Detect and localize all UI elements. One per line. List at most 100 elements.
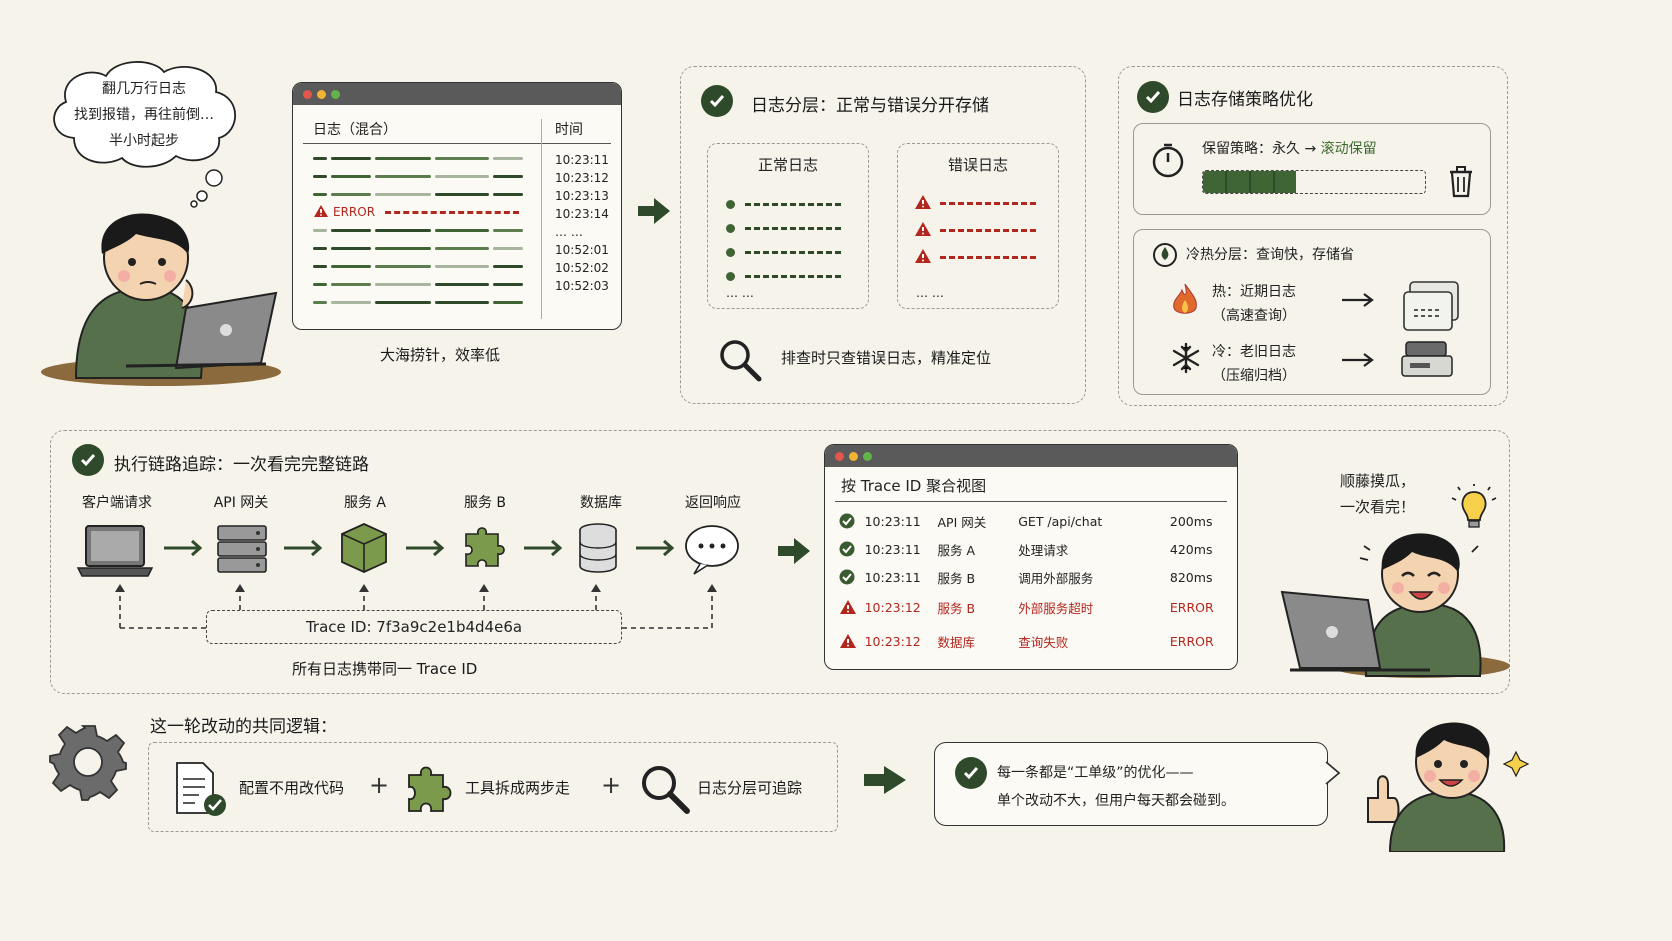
retention-card: 保留策略：永久 → 滚动保留 <box>1133 123 1491 215</box>
log-line-segment <box>331 264 371 268</box>
trace-action: GET /api/chat <box>1018 513 1103 529</box>
retention-new-policy: 滚动保留 <box>1320 141 1377 157</box>
check-circle-icon <box>701 85 733 117</box>
normal-log-line <box>726 192 841 216</box>
storage-strategy-panel: 日志存储策略优化 保留策略：永久 → 滚动保留 冷热分层：查询快，存储省 <box>1118 66 1508 406</box>
fire-icon <box>1173 283 1197 314</box>
layered-logs-panel: 日志分层：正常与错误分开存储 正常日志 … … 错误日志 … … 排查时只查错误… <box>680 66 1086 404</box>
log-line-segment <box>435 246 489 250</box>
retention-label: 保留策略：永久 <box>1202 141 1300 157</box>
result-line-1: 每一条都是“工单级”的优化—— <box>997 765 1194 781</box>
tiering-card: 冷热分层：查询快，存储省 热：近期日志 （高速查询） 冷：老旧日志 （压缩归档） <box>1133 229 1491 395</box>
thermometer-drop-icon <box>1153 243 1177 267</box>
arrow-right-icon <box>1342 293 1374 307</box>
trace-service: 服务 B <box>937 570 976 586</box>
log-line-segment <box>435 174 489 178</box>
magnifier-icon <box>720 340 762 382</box>
normal-log-card: 正常日志 … … <box>707 143 869 309</box>
flow-arrow <box>636 539 675 557</box>
log-line-segment <box>375 228 431 232</box>
mixed-log-column-header: 日志（混合） <box>313 122 397 138</box>
warning-triangle-icon <box>839 633 865 649</box>
error-log-title: 错误日志 <box>947 156 1008 174</box>
trace-flow-diagram <box>76 523 739 577</box>
bullet-dot <box>726 199 735 209</box>
log-line-segment <box>313 300 327 304</box>
thought-bubble: 翻几万行日志 找到报错，再往前倒… 半小时起步 <box>44 58 244 170</box>
log-line-segment <box>313 246 327 250</box>
bullet-dot <box>726 223 735 233</box>
check-circle-icon <box>839 569 865 585</box>
flow-arrow <box>406 539 445 557</box>
node-label-gateway: API 网关 <box>213 495 269 511</box>
trace-service: 服务 B <box>937 600 976 616</box>
layered-caption: 排查时只查错误日志，精准定位 <box>781 349 992 367</box>
log-line <box>313 239 533 257</box>
window-titlebar <box>293 83 621 105</box>
log-line-segment <box>375 282 431 286</box>
layered-title: 日志分层：正常与错误分开存储 <box>751 96 989 116</box>
window-close-dot[interactable] <box>835 451 844 461</box>
error-log-line: ERROR <box>313 203 533 221</box>
window-minimize-dot[interactable] <box>317 89 326 99</box>
log-line-segment <box>493 228 523 232</box>
normal-line-dash <box>745 274 841 278</box>
log-line-segment <box>313 174 327 178</box>
log-line-segment <box>435 156 489 160</box>
puzzle-piece-icon <box>408 766 452 812</box>
puzzle-piece-icon <box>465 527 505 567</box>
log-line-segment <box>435 228 489 232</box>
log-line-segment <box>493 300 523 304</box>
log-line-segment <box>313 228 327 232</box>
trace-id-value: Trace ID: 7f3a9c2e1b4d4e6a <box>305 618 523 636</box>
log-line-segment <box>375 300 431 304</box>
trash-icon[interactable] <box>1446 164 1476 198</box>
retention-arrow: → <box>1304 141 1317 157</box>
trace-title: 执行链路追踪：一次看完完整链路 <box>114 455 369 475</box>
trace-panel <box>50 430 1510 694</box>
node-label-service-a: 服务 A <box>343 495 387 511</box>
log-line-segment <box>435 300 489 304</box>
error-line-dash <box>940 202 1036 205</box>
window-maximize-dot[interactable] <box>863 451 872 461</box>
hot-tier-line-1: 热：近期日志 <box>1212 284 1296 300</box>
window-minimize-dot[interactable] <box>849 451 858 461</box>
check-circle-icon <box>839 513 865 529</box>
summary-title: 这一轮改动的共同逻辑： <box>150 717 337 737</box>
check-circle-icon <box>72 444 104 476</box>
trace-time: 10:23:11 <box>864 541 921 557</box>
trace-id-connectors <box>115 584 717 629</box>
log-line <box>313 275 533 293</box>
log-line-segment <box>375 156 431 160</box>
log-line <box>313 167 533 185</box>
normal-log-line <box>726 240 841 264</box>
time-cell: 10:23:11 <box>555 153 609 167</box>
check-circle-icon <box>839 541 865 557</box>
check-circle-icon <box>1137 81 1169 113</box>
log-line-segment <box>313 264 327 268</box>
normal-ellipsis: … … <box>726 286 754 300</box>
window-maximize-dot[interactable] <box>331 89 340 99</box>
trace-time: 10:23:11 <box>864 569 921 585</box>
flow-arrow <box>524 539 563 557</box>
trace-result: 420ms <box>1169 541 1213 557</box>
summary-item-tools: 工具拆成两步走 <box>465 779 571 797</box>
summary-item-logging: 日志分层可追踪 <box>697 779 803 797</box>
happy-line-2: 一次看完！ <box>1340 498 1416 516</box>
log-line <box>313 185 533 203</box>
log-line-segment <box>313 192 327 196</box>
log-line-segment <box>435 192 489 196</box>
trace-result: 200ms <box>1169 513 1213 529</box>
flow-arrow <box>164 539 203 557</box>
window-close-dot[interactable] <box>303 89 312 99</box>
normal-line-dash <box>745 226 841 230</box>
tiering-title: 冷热分层：查询快，存储省 <box>1186 247 1354 263</box>
gear-icon <box>49 725 127 801</box>
time-cell: 10:23:13 <box>555 189 609 203</box>
log-line-segment <box>375 264 431 268</box>
